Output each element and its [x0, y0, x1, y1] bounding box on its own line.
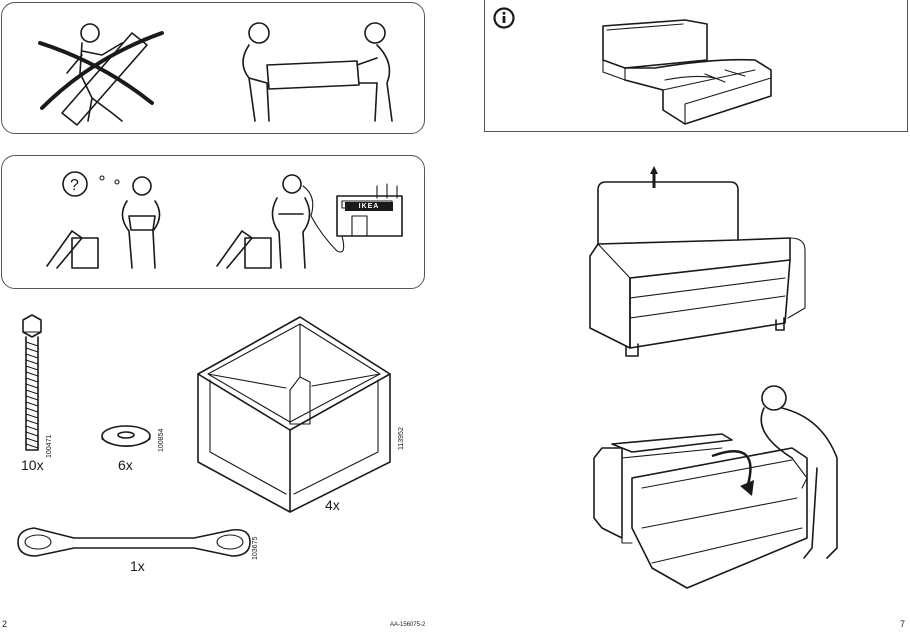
wrench-illustration [17, 527, 251, 557]
document-code: AA-156075-2 [390, 622, 426, 628]
cross-line-b [40, 31, 164, 110]
bolt-article-number: 100471 [46, 434, 53, 458]
sofabed-unfolded-illustration [602, 19, 772, 125]
confused-person-illustration: ? [46, 171, 161, 269]
sofa-back-removal-illustration [589, 166, 806, 357]
sofabed-folding-illustration [593, 385, 838, 589]
info-icon [493, 7, 515, 29]
leg-article-number: 113952 [398, 427, 405, 450]
left-page-number: 2 [2, 619, 8, 629]
right-page-number: 7 [900, 619, 906, 629]
bolt-quantity: 10x [21, 457, 44, 473]
ikea-sign: IKEA [345, 202, 393, 211]
cross-line-a [38, 41, 154, 105]
carry-warning-panel [1, 2, 425, 134]
svg-text:?: ? [70, 177, 79, 194]
leg-illustration [197, 316, 391, 513]
wrench-article-number: 103675 [252, 536, 259, 560]
bolt-illustration [22, 314, 42, 451]
washer-illustration [101, 425, 151, 448]
help-panel: ? IKEA [1, 155, 425, 289]
washer-article-number: 100854 [158, 428, 165, 452]
washer-quantity: 6x [118, 457, 133, 473]
leg-quantity: 4x [325, 497, 340, 513]
wrench-quantity: 1x [130, 558, 145, 574]
two-person-carry-illustration [242, 22, 393, 122]
up-arrow-icon [650, 166, 658, 188]
fold-arrow-icon [711, 450, 752, 489]
phone-store-illustration [216, 174, 403, 269]
single-person-lifting-illustration [38, 23, 164, 126]
